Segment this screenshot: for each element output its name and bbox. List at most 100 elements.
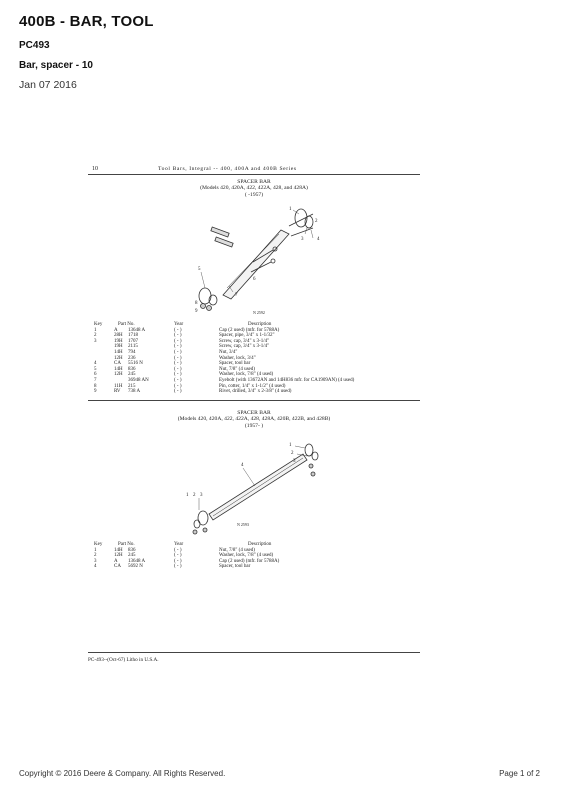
part-year: ( - ) [174,564,182,570]
part-prefix: 12H [114,372,123,378]
figure2-label: N 2593 [237,522,249,527]
figure1-label: N 2592 [253,310,265,315]
part-key: 4 [94,361,97,367]
part-year: ( - ) [174,389,182,395]
part-key: 5 [94,366,97,372]
callout-3: 3 [301,237,304,242]
section2-models: (Models 420, 420A, 422, 422A, 428, 428A,… [177,416,331,422]
part-key: 1 [94,547,97,553]
part-description: Washer, lock, 7/8" (4 used) [219,372,274,378]
part-year: ( - ) [174,361,182,367]
part-number: 13648 A [128,327,146,333]
part-year: ( - ) [174,383,182,389]
callout-7: 7 [235,293,238,298]
part-year: ( - ) [174,333,182,339]
scanned-catalog-page: 10 Tool Bars, Integral -- 400, 400A and … [88,160,420,670]
col-part-no-2: Part No. [118,542,135,547]
col-part-no: Part No. [118,322,135,327]
part-description: Washer, lock, 3/4" [219,355,256,361]
part-prefix: A [114,558,118,564]
part-year: ( - ) [174,327,182,333]
part-prefix: 14H [114,366,123,372]
part-prefix: 19H [114,338,123,344]
callout2-1b: 1 [186,493,189,498]
part-number: 245 [128,372,136,378]
scan-page-number: 10 [92,166,98,172]
page-title: 400B - BAR, TOOL [19,13,154,30]
callout2-1: 1 [289,443,292,448]
part-description: Spacer, pipe, 3/4" x 1-1/32" [219,333,275,339]
part-key: 1 [94,327,97,333]
part-number: 5516 N [128,361,143,367]
part-number: 1718 [128,333,138,339]
part-prefix: 12H [114,553,123,559]
page-indicator: Page 1 of 2 [499,769,540,778]
section2-title: SPACER BAR [237,410,271,416]
callout2-3: 3 [293,459,296,464]
part-prefix: 11H [114,383,123,389]
part-key: 3 [94,558,97,564]
mid-rule [88,400,420,401]
section-subtitle: Bar, spacer - 10 [19,60,93,71]
part-description: Nut, 7/8" (4 used) [219,547,255,553]
part-year: ( - ) [174,344,182,350]
part-key: 7 [94,377,97,383]
part-prefix: 14H [114,547,123,553]
part-year: ( - ) [174,338,182,344]
part-description: Nut, 3/4" [219,349,238,355]
bottom-rule [88,652,420,653]
callout-2: 2 [315,219,318,224]
section1-title: SPACER BAR [237,179,271,185]
scan-running-head: Tool Bars, Integral -- 400, 400A and 400… [158,166,297,172]
part-key: 9 [94,389,97,395]
part-prefix: 14H [114,349,123,355]
part-prefix: CA [114,564,121,570]
callout-4: 4 [317,237,320,242]
part-year: ( - ) [174,553,182,559]
part-year: ( - ) [174,366,182,372]
publish-date: Jan 07 2016 [19,79,77,91]
callout-5: 5 [198,267,201,272]
col-year: Year [174,322,184,327]
callout-6: 6 [253,277,256,282]
part-prefix: CA [114,361,121,367]
part-number: 794 [128,349,136,355]
part-key: 2 [94,553,97,559]
part-description: Screw, cap, 3/4" x 3-1/4" [219,344,270,350]
part-year: ( - ) [174,355,182,361]
part-number: 2115 [128,344,138,350]
scan-footer-note: PC-493--(Oct-67) Litho in U.S.A. [88,657,159,663]
table-header: Key Part No. Year Description [88,322,420,328]
part-prefix: 12H [114,355,123,361]
part-number: 36948 AN [128,377,149,383]
part-description: Pin, cotter, 1/4" x 1-1/2" (4 used) [219,383,286,389]
section1-years: ( -1957) [244,192,264,198]
part-description: Eyebolt (with 13672AN and 14H836 mfr. fo… [219,377,355,383]
section2-years: (1957- ) [244,423,264,429]
table-row: 14H 794 ( - ) Nut, 3/4" [88,350,420,356]
part-description: Spacer, tool bar [219,564,251,570]
part-key: 3 [94,338,97,344]
part-prefix: 28H [114,333,123,339]
part-description: Cap (2 used) (mfr. for 5788A) [219,327,280,333]
part-key: 6 [94,372,97,378]
col-description-2: Description [248,542,272,547]
part-key: 4 [94,564,97,570]
part-year: ( - ) [174,349,182,355]
part-key: 8 [94,383,97,389]
part-number: 245 [128,553,136,559]
